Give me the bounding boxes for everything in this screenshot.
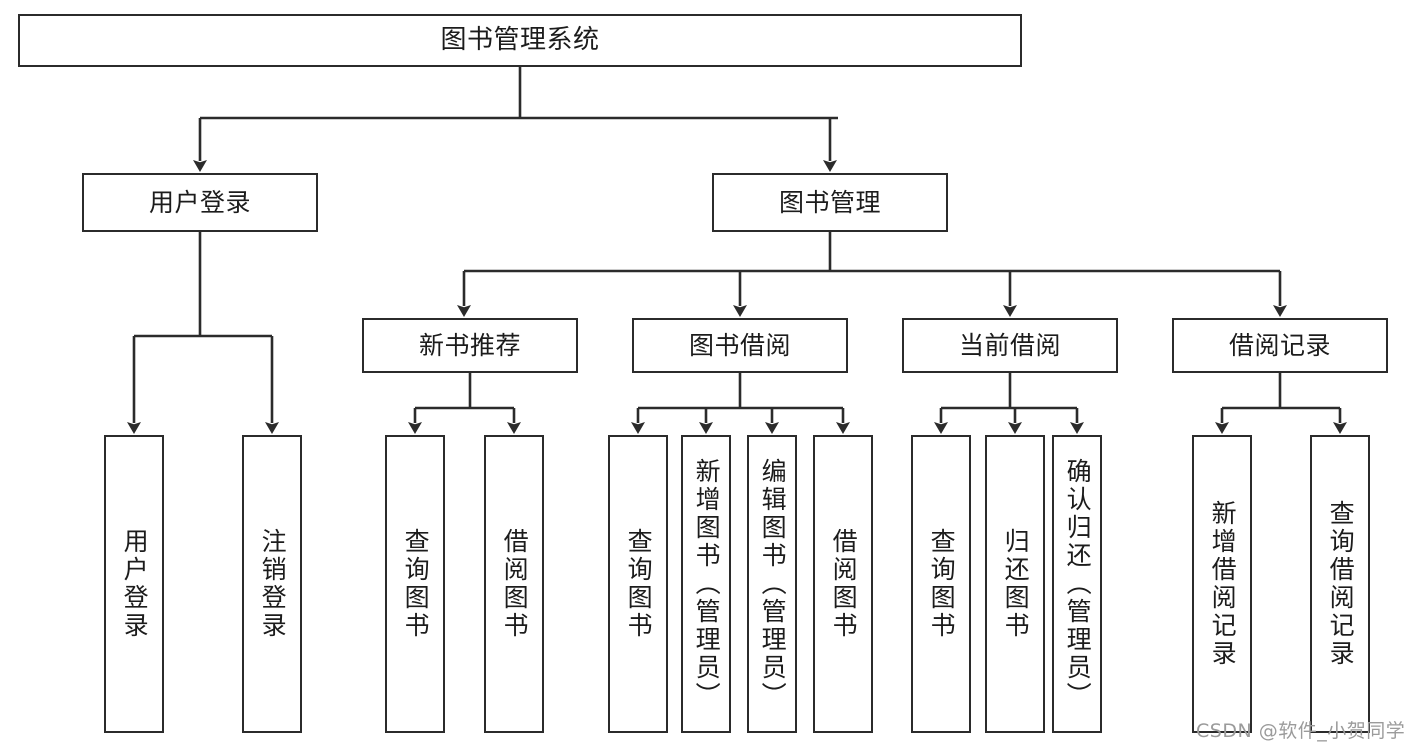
edge-book-mgmt-bus bbox=[457, 232, 1287, 317]
node-user-login-label: 用户登录 bbox=[148, 187, 251, 217]
node-book-borrow-label: 图书借阅 bbox=[688, 330, 791, 360]
node-book-borrow[interactable]: 图书借阅 bbox=[632, 318, 848, 373]
node-current-borrow[interactable]: 当前借阅 bbox=[902, 318, 1118, 373]
node-root-label: 图书管理系统 bbox=[440, 24, 600, 55]
edge-book-borrow-bus bbox=[631, 373, 850, 434]
csdn-watermark: CSDN @软件_小贺同学 bbox=[1196, 720, 1405, 742]
leaf-edit-book[interactable]: 编辑图书（管理员） bbox=[747, 435, 797, 733]
node-new-book-recommend-label: 新书推荐 bbox=[418, 330, 521, 360]
leaf-borrow-book-label: 借阅图书 bbox=[829, 528, 859, 640]
edge-user-login-bus bbox=[127, 232, 279, 434]
leaf-logout-label: 注销登录 bbox=[258, 528, 288, 640]
leaf-add-book-label: 新增图书（管理员） bbox=[692, 458, 722, 710]
leaf-query-book-borrow-label: 查询图书 bbox=[624, 528, 654, 640]
node-current-borrow-label: 当前借阅 bbox=[958, 330, 1061, 360]
leaf-user-login-label: 用户登录 bbox=[120, 528, 150, 640]
leaf-return-book-label: 归还图书 bbox=[1001, 528, 1031, 640]
leaf-add-borrow-record[interactable]: 新增借阅记录 bbox=[1192, 435, 1252, 733]
leaf-user-login[interactable]: 用户登录 bbox=[104, 435, 164, 733]
leaf-confirm-return[interactable]: 确认归还（管理员） bbox=[1052, 435, 1102, 733]
node-book-management[interactable]: 图书管理 bbox=[712, 173, 948, 232]
node-borrow-record-label: 借阅记录 bbox=[1228, 330, 1331, 360]
leaf-query-book-recommend-label: 查询图书 bbox=[401, 528, 431, 640]
leaf-return-book[interactable]: 归还图书 bbox=[985, 435, 1045, 733]
leaf-edit-book-label: 编辑图书（管理员） bbox=[758, 458, 788, 710]
leaf-query-borrow-record-label: 查询借阅记录 bbox=[1326, 500, 1356, 668]
leaf-query-borrow-record[interactable]: 查询借阅记录 bbox=[1310, 435, 1370, 733]
leaf-confirm-return-label: 确认归还（管理员） bbox=[1063, 458, 1093, 710]
node-new-book-recommend[interactable]: 新书推荐 bbox=[362, 318, 578, 373]
leaf-query-book-current[interactable]: 查询图书 bbox=[911, 435, 971, 733]
node-user-login[interactable]: 用户登录 bbox=[82, 173, 318, 232]
edge-root-bus bbox=[193, 67, 838, 172]
edge-current-borrow-bus bbox=[934, 373, 1084, 434]
edge-new-book-rec-bus bbox=[408, 373, 521, 434]
leaf-query-book-recommend[interactable]: 查询图书 bbox=[385, 435, 445, 733]
node-borrow-record[interactable]: 借阅记录 bbox=[1172, 318, 1388, 373]
node-root[interactable]: 图书管理系统 bbox=[18, 14, 1022, 67]
leaf-add-book[interactable]: 新增图书（管理员） bbox=[681, 435, 731, 733]
leaf-logout[interactable]: 注销登录 bbox=[242, 435, 302, 733]
leaf-borrow-book-recommend[interactable]: 借阅图书 bbox=[484, 435, 544, 733]
node-book-management-label: 图书管理 bbox=[778, 187, 881, 217]
leaf-query-book-borrow[interactable]: 查询图书 bbox=[608, 435, 668, 733]
leaf-borrow-book[interactable]: 借阅图书 bbox=[813, 435, 873, 733]
leaf-borrow-book-recommend-label: 借阅图书 bbox=[500, 528, 530, 640]
edge-borrow-record-bus bbox=[1215, 373, 1347, 434]
leaf-query-book-current-label: 查询图书 bbox=[927, 528, 957, 640]
leaf-add-borrow-record-label: 新增借阅记录 bbox=[1208, 500, 1238, 668]
